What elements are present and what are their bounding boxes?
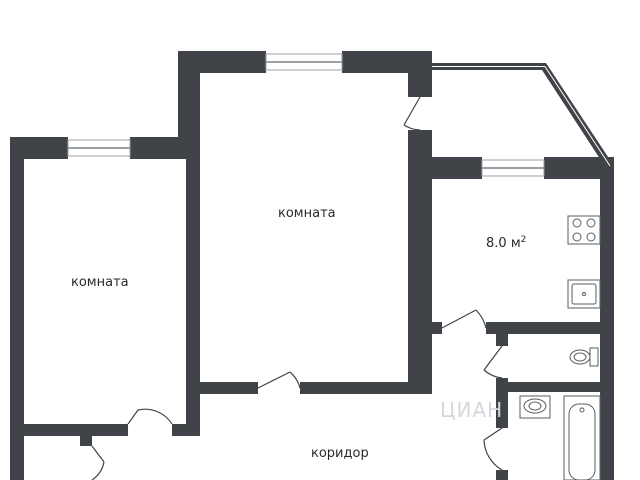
door-swing (91, 445, 105, 480)
walls (10, 51, 614, 480)
wall (300, 382, 432, 394)
stove (567, 215, 601, 245)
balcony-railing (432, 63, 614, 168)
toilet (569, 347, 599, 367)
bathtub (563, 395, 601, 480)
wall (496, 334, 508, 346)
wall (496, 470, 508, 480)
balcony (432, 63, 614, 168)
doors (91, 96, 503, 480)
wash-basin (519, 395, 551, 419)
wall (508, 382, 614, 392)
wall (178, 51, 200, 159)
wall (178, 51, 266, 73)
kitchen-area-label: 8.0 м2 (486, 235, 527, 252)
door-swing (441, 309, 487, 329)
watermark: ЦИАН (440, 398, 504, 422)
wall (486, 322, 614, 334)
wall (496, 378, 508, 428)
room-label: комната (278, 206, 336, 221)
door-swing (257, 371, 301, 389)
wall (10, 137, 24, 480)
wall (408, 51, 432, 97)
area-unit: м (510, 236, 521, 251)
room-label: комната (71, 275, 129, 290)
door-swing (403, 96, 421, 131)
kitchen-sink (567, 279, 601, 309)
wall (420, 157, 482, 179)
wall (10, 424, 128, 436)
area-unit-sup: 2 (520, 235, 527, 245)
door-swing (483, 345, 503, 379)
wall (186, 382, 258, 394)
door-swing (127, 408, 173, 425)
wall (10, 137, 68, 159)
wall (420, 322, 442, 334)
windows (67, 53, 545, 177)
wall (600, 157, 614, 480)
door-swing (483, 427, 503, 471)
area-value: 8.0 (486, 236, 507, 251)
wall (186, 137, 200, 436)
room-label: коридор (311, 446, 369, 461)
wall (544, 157, 614, 179)
wall (80, 436, 92, 446)
